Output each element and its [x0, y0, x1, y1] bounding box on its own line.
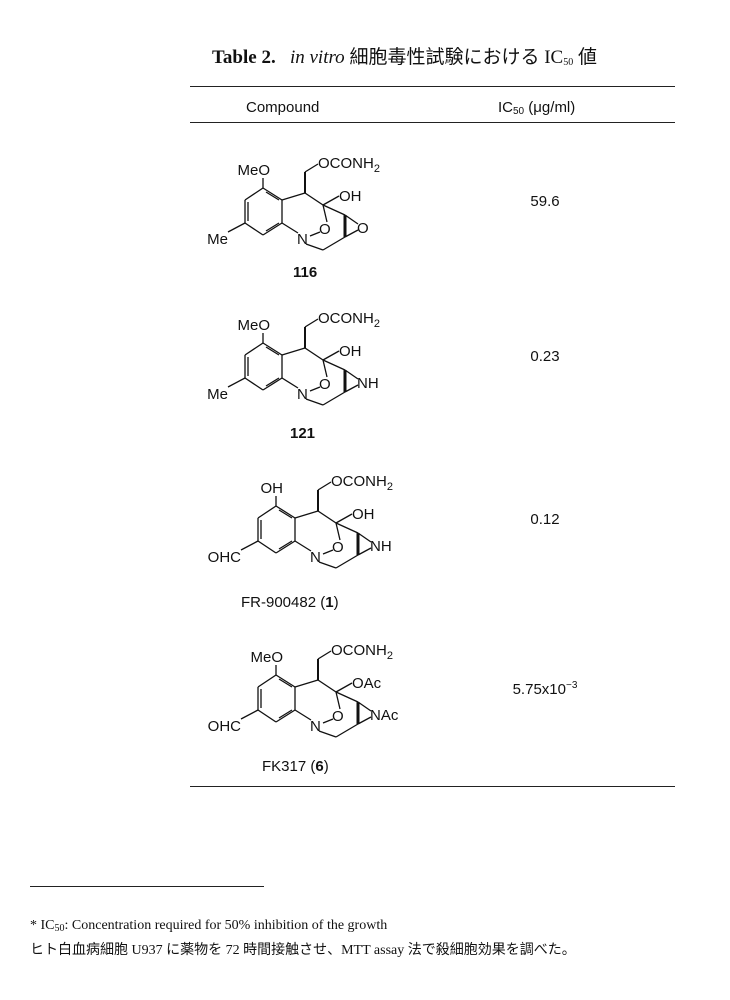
compound-label: 121	[290, 425, 316, 442]
footnote-method: ヒト白血病細胞 U937 に薬物を 72 時間接触させ、MTT assay 法で…	[30, 943, 576, 958]
carbamate-label: OCONH2	[318, 155, 380, 175]
ring-heteroatom-label: NH	[357, 375, 379, 392]
oxygen-label: O	[319, 376, 331, 393]
header-compound: Compound	[246, 99, 320, 116]
compound-label: 116	[293, 264, 318, 281]
ring-heteroatom-label: NH	[370, 538, 392, 555]
oxygen-label: O	[319, 221, 331, 238]
table-title: Table 2. in vitro 細胞毒性試験における IC50 値	[212, 47, 597, 68]
header-ic50: IC50 (μg/ml)	[498, 99, 576, 117]
hydroxy-label: OH	[339, 188, 362, 205]
ring-heteroatom-label: NAc	[370, 707, 399, 724]
nitrogen-label: N	[310, 718, 321, 735]
ic50-value: 0.23	[530, 348, 560, 365]
ic50-value: 5.75x10−3	[512, 680, 578, 698]
ring-heteroatom-label: O	[357, 220, 369, 237]
footnote-ic50: * IC50: Concentration required for 50% i…	[30, 918, 388, 934]
nitrogen-label: N	[297, 386, 308, 403]
substituent-left: OHC	[208, 718, 242, 735]
table-top-rule	[190, 86, 675, 87]
carbamate-label: OCONH2	[331, 642, 393, 662]
hydroxy-label: OAc	[352, 675, 382, 692]
substituent-left: OHC	[208, 549, 242, 566]
ic50-value: 0.12	[530, 511, 560, 528]
substituent-left: Me	[207, 231, 228, 248]
substituent-top: OH	[261, 480, 284, 497]
substituent-top: MeO	[237, 317, 270, 334]
substituent-top: MeO	[237, 162, 270, 179]
compound-label: FK317 (6)	[262, 758, 329, 775]
substituent-left: Me	[207, 386, 228, 403]
table-header-rule	[190, 122, 675, 123]
ic50-value: 59.6	[530, 193, 560, 210]
carbamate-label: OCONH2	[331, 473, 393, 493]
compound-label: FR-900482 (1)	[241, 594, 339, 611]
nitrogen-label: N	[297, 231, 308, 248]
footnote-rule	[30, 886, 264, 887]
nitrogen-label: N	[310, 549, 321, 566]
table-bottom-rule	[190, 786, 675, 787]
substituent-top: MeO	[250, 649, 283, 666]
oxygen-label: O	[332, 539, 344, 556]
hydroxy-label: OH	[352, 506, 375, 523]
hydroxy-label: OH	[339, 343, 362, 360]
carbamate-label: OCONH2	[318, 310, 380, 330]
oxygen-label: O	[332, 708, 344, 725]
